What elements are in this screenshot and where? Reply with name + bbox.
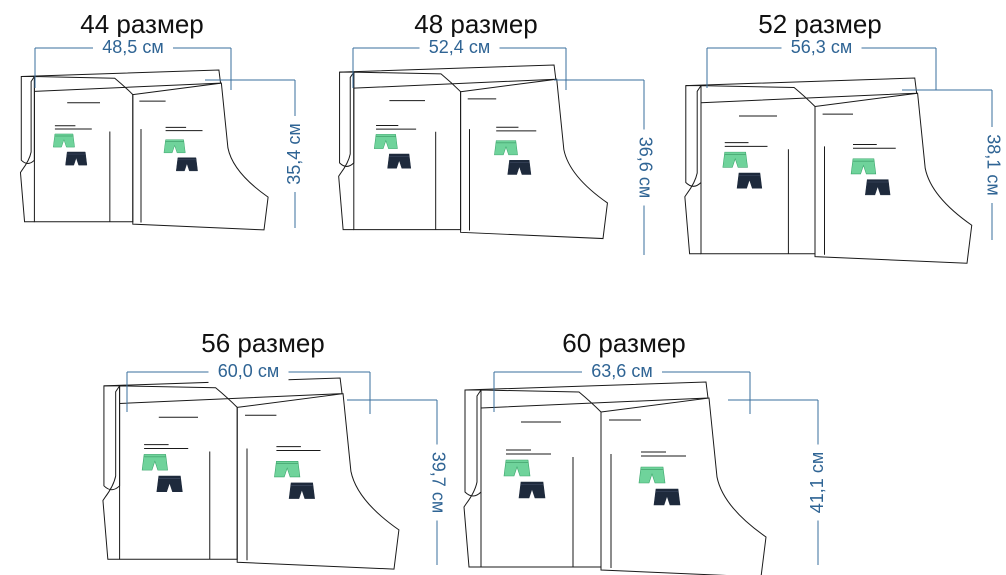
width-dimension-label: 60,0 см [218,361,279,381]
pattern-pieces [338,64,608,240]
pattern-pieces [463,381,767,575]
pattern-piece-right [600,397,767,575]
dark-shorts-icon [175,157,198,172]
size-pattern: 56 размер 60,0 см 39,7 см [102,328,448,570]
width-dimension-label: 63,6 см [591,361,652,381]
light-shorts-icon [494,140,518,156]
light-shorts-icon [373,134,398,149]
pattern-pieces [102,377,400,570]
size-title: 56 размер [201,328,325,358]
pattern-piece-right [132,82,269,231]
dark-shorts-icon [653,488,681,506]
size-title: 48 размер [414,9,538,39]
pattern-piece-right [236,393,400,570]
width-dimension-label: 52,4 см [429,37,490,57]
light-shorts-icon [722,151,748,168]
waistband-piece [339,64,557,89]
pattern-contour-left [102,385,121,560]
height-dimension-label: 36,6 см [635,137,655,198]
size-pattern: 60 размер 63,6 см 41,1 см [463,328,829,575]
dark-shorts-icon [288,482,315,499]
height-label-bg [807,444,829,521]
pattern-pieces [19,69,269,231]
size-title: 44 размер [80,9,204,39]
height-label-bg [284,116,306,192]
fly-facing-piece [20,76,35,164]
height-dimension-label: 39,7 см [428,452,448,513]
light-shorts-icon [274,461,301,478]
height-label-bg [633,129,655,206]
height-dimension-label: 41,1 см [807,452,827,513]
pattern-piece-left [700,85,816,255]
height-dimension-label: 35,4 см [284,123,304,184]
fly-facing-piece [685,85,702,187]
waistband-piece [21,69,222,92]
width-label-bg [781,37,862,59]
pattern-pieces [684,77,973,264]
pattern-contour-left [463,389,482,568]
fly-facing-piece [464,389,482,497]
pattern-contour-left [338,71,355,231]
width-label-bg [208,361,289,383]
width-label-bg [419,37,500,59]
light-shorts-icon [141,454,168,471]
pattern-piece-left [119,385,238,560]
width-dimension-label: 56,3 см [791,37,852,57]
size-title: 60 размер [562,328,686,358]
dark-shorts-icon [865,179,891,196]
width-label-bg [93,37,173,59]
waistband-piece [464,381,709,409]
pattern-contour-left [684,85,702,255]
light-shorts-icon [638,466,666,484]
fly-facing-piece [103,385,121,491]
pattern-piece-right [460,78,608,240]
pattern-piece-left [480,389,602,568]
pattern-piece-left [353,71,462,231]
width-label-bg [582,361,662,383]
pattern-contour-left [19,76,35,223]
fly-facing-piece [339,71,355,167]
pattern-piece-right [814,92,973,264]
dark-shorts-icon [387,153,412,169]
light-shorts-icon [52,133,75,148]
height-label-bg [426,444,448,521]
pattern-piece-left [33,76,134,223]
height-label-bg [981,127,1003,203]
width-dimension-label: 48,5 см [102,37,163,57]
light-shorts-icon [163,139,186,154]
light-shorts-icon [503,459,531,477]
light-shorts-icon [850,158,877,175]
dark-shorts-icon [156,475,183,492]
height-dimension-label: 38,1 см [983,134,1003,195]
dark-shorts-icon [507,159,532,175]
dark-shorts-icon [65,151,88,166]
waistband-piece [685,77,918,104]
dark-shorts-icon [518,481,546,499]
size-title: 52 размер [758,9,882,39]
dark-shorts-icon [736,172,763,189]
